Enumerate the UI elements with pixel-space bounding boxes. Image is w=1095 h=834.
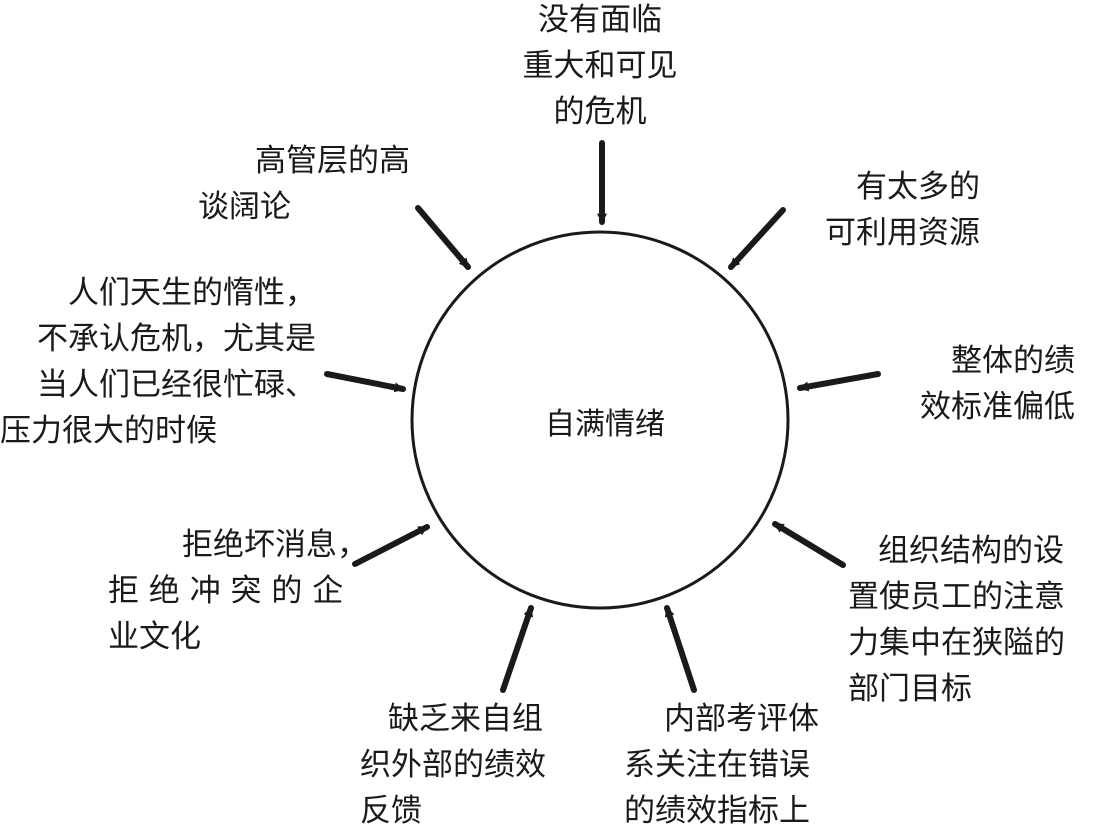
factor-line: 组织结构的设 xyxy=(878,533,1064,569)
factor-kill-the-messenger-culture: 拒绝坏消息， 拒 绝 冲 突 的 企 业文化 xyxy=(108,522,368,660)
arrow-top-left xyxy=(415,205,471,270)
factor-line: 的绩效指标上 xyxy=(624,793,810,829)
arrow-bottom-center-right xyxy=(664,605,697,693)
arrow-bottom-center-left xyxy=(500,605,534,693)
factor-line: 力集中在狭隘的 xyxy=(848,625,1065,661)
factor-line: 压力很大的时候 xyxy=(0,413,217,449)
factor-line: 置使员工的注意 xyxy=(848,579,1065,615)
factor-narrow-functional-goals: 组织结构的设 置使员工的注意 力集中在狭隘的 部门目标 xyxy=(848,528,1088,712)
factor-wrong-performance-indexes: 内部考评体 系关注在错误 的绩效指标上 xyxy=(624,696,854,834)
factor-line: 没有面临 xyxy=(538,2,662,38)
factor-line: 效标准偏低 xyxy=(920,389,1075,425)
factor-natural-inertia: 人们天生的惰性， 不承认危机，尤其是 当人们已经很忙碌、 压力很大的时候 xyxy=(0,270,316,454)
factor-line: 重大和可见 xyxy=(522,48,678,84)
factor-executive-happy-talk: 高管层的高 谈阔论 xyxy=(180,138,410,230)
arrow-right xyxy=(797,371,881,392)
arrow-bottom-right xyxy=(772,521,846,568)
factor-line: 当人们已经很忙碌、 xyxy=(37,367,316,403)
arrow-top-right xyxy=(728,207,786,270)
factor-line: 业文化 xyxy=(108,619,201,655)
center-label: 自满情绪 xyxy=(545,407,665,442)
factor-line: 的危机 xyxy=(553,94,647,130)
factor-line: 织外部的绩效 xyxy=(360,747,546,783)
arrow-left xyxy=(324,371,406,393)
factor-line: 不承认危机，尤其是 xyxy=(37,321,316,357)
factor-line: 内部考评体 xyxy=(664,701,819,737)
factor-line: 反馈 xyxy=(360,793,422,829)
factor-lack-of-external-feedback: 缺乏来自组 织外部的绩效 反馈 xyxy=(360,696,590,834)
center-circle xyxy=(410,230,790,610)
factor-line: 有太多的 xyxy=(856,169,980,205)
factor-line: 系关注在错误 xyxy=(624,747,810,783)
factor-line: 高管层的高 xyxy=(255,143,410,179)
factor-line: 可利用资源 xyxy=(825,215,980,251)
factor-line: 拒绝坏消息， xyxy=(182,527,368,563)
factor-no-visible-crisis: 没有面临 重大和可见 的危机 xyxy=(500,0,700,135)
factor-line: 拒 绝 冲 突 的 企 xyxy=(108,573,344,609)
factor-line: 缺乏来自组 xyxy=(388,701,543,737)
factor-line: 整体的绩 xyxy=(951,343,1075,379)
arrow-bottom-left xyxy=(352,524,430,567)
factor-line: 人们天生的惰性， xyxy=(68,275,316,311)
factor-low-performance-standards: 整体的绩 效标准偏低 xyxy=(880,338,1075,430)
factor-line: 谈阔论 xyxy=(198,189,291,225)
factor-too-many-resources: 有太多的 可利用资源 xyxy=(780,164,980,256)
factor-line: 部门目标 xyxy=(848,671,972,707)
